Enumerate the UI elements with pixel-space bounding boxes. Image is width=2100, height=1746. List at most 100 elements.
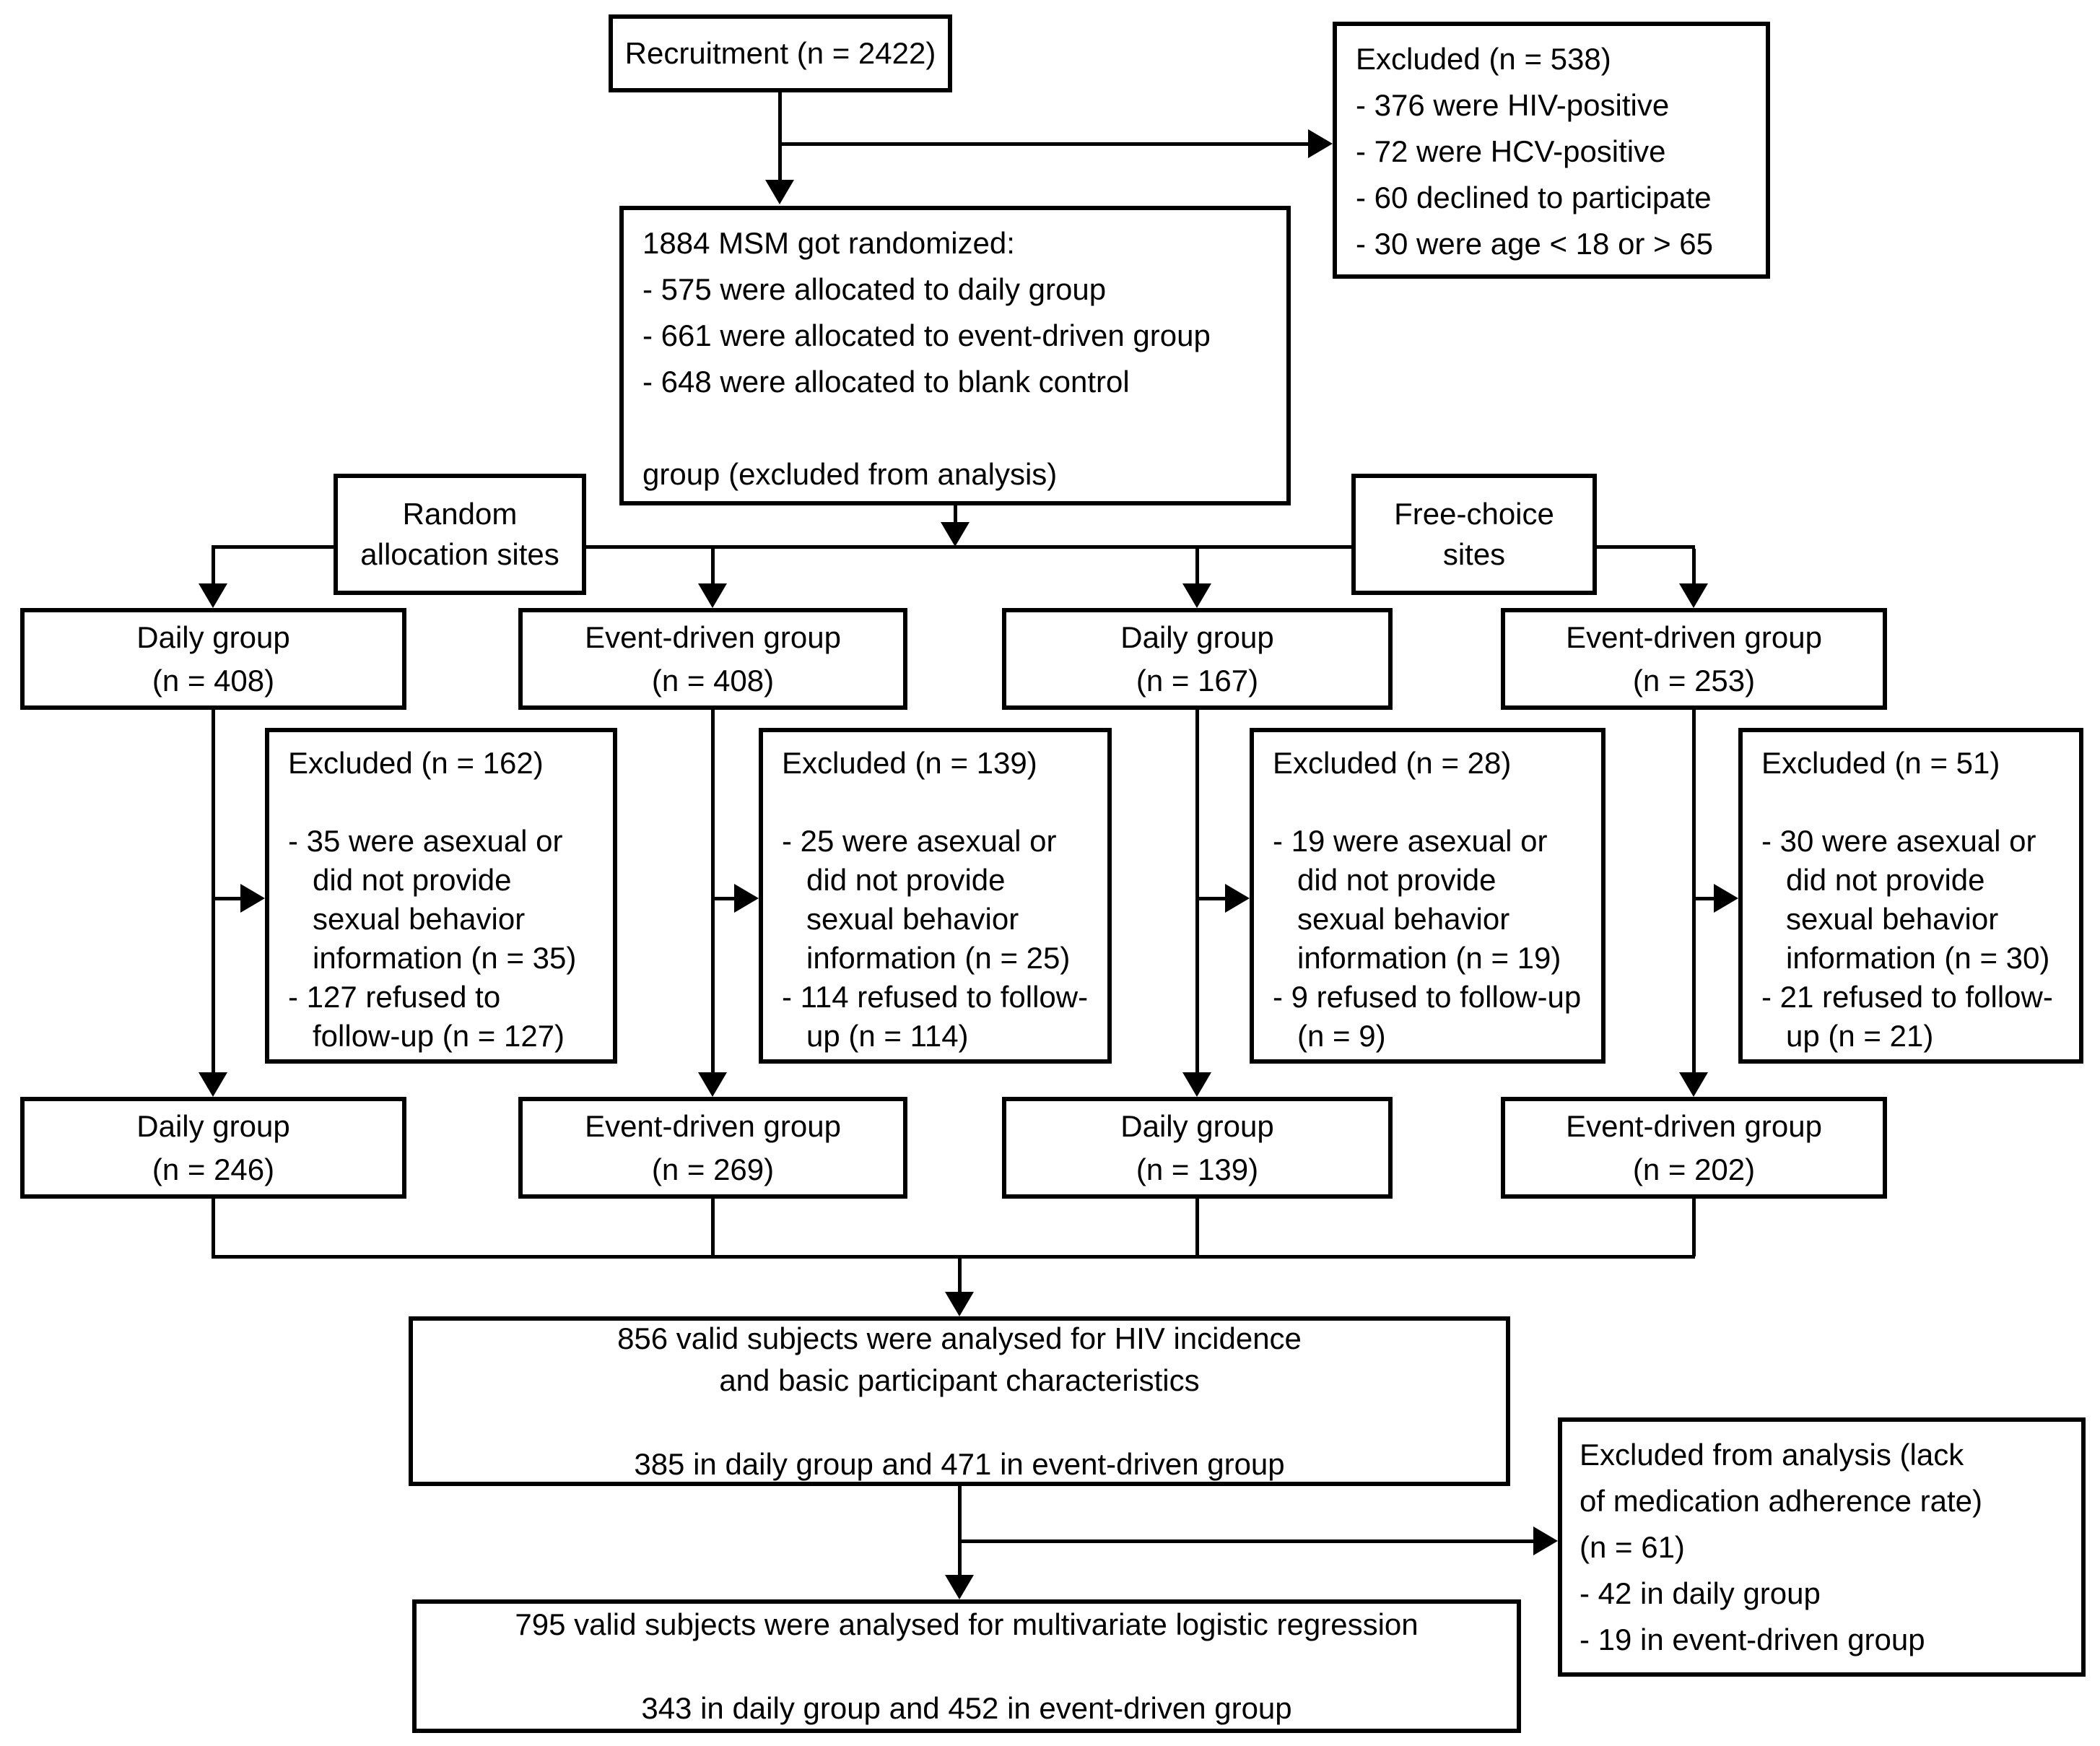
adherence-line: of medication adherence rate) [1580, 1484, 1982, 1518]
connector-merge-line [212, 1255, 1695, 1259]
daily-group-408-box: Daily group (n = 408) [20, 608, 406, 710]
label-line: allocation sites [360, 537, 559, 571]
group-name: Event-driven group [585, 1108, 841, 1143]
arrow-to-regression-analysis [945, 1575, 974, 1599]
group-n: (n = 269) [651, 1152, 775, 1186]
exclusion-item: - 35 were asexual or did not provide sex… [288, 824, 577, 975]
exclusion-item: - 21 refused to follow-up (n = 21) [1761, 980, 2053, 1053]
exclusion-item: - 30 were age < 18 or > 65 [1356, 227, 1713, 261]
exclusion-51-box: Excluded (n = 51) - 30 were asexual or d… [1738, 728, 2083, 1064]
recruitment-label: Recruitment (n = 2422) [624, 36, 936, 70]
arrow-to-daily-408 [199, 583, 227, 608]
connector-recruitment-stem [778, 92, 782, 183]
randomization-box: 1884 MSM got randomized: - 575 were allo… [619, 206, 1291, 505]
daily-group-167-box: Daily group (n = 167) [1002, 608, 1393, 710]
connector-merge-stem [958, 1256, 962, 1295]
exclusion-item: - 127 refused to follow-up (n = 127) [288, 980, 565, 1053]
exclusion-162-box: Excluded (n = 162) - 35 were asexual or … [265, 728, 617, 1064]
arrow-to-exclusion-162 [240, 884, 265, 913]
free-choice-sites-label: Free-choice sites [1351, 474, 1597, 595]
exclusion-item: - 72 were HCV-positive [1356, 134, 1666, 168]
exclusion-title: Excluded (n = 28) [1273, 746, 1512, 780]
adherence-line: Excluded from analysis (lack [1580, 1438, 1964, 1472]
connector-drop-daily-167 [1195, 549, 1199, 586]
arrow-to-initial-exclusion [1308, 129, 1333, 158]
group-n: (n = 246) [152, 1152, 275, 1186]
connector-drop-event-253 [1692, 549, 1696, 586]
exclusion-item: - 30 were asexual or did not provide sex… [1761, 824, 2050, 975]
initial-exclusion-title: Excluded (n = 538) [1356, 42, 1611, 76]
connector-merge-event-202 [1692, 1199, 1696, 1256]
label-line: sites [1442, 537, 1506, 571]
exclusion-title: Excluded (n = 51) [1761, 746, 2000, 780]
connector-stem-event-408 [711, 710, 715, 1075]
recruitment-box: Recruitment (n = 2422) [609, 14, 952, 92]
daily-group-139-box: Daily group (n = 139) [1002, 1097, 1393, 1199]
arrow-to-hiv-analysis [945, 1292, 974, 1316]
group-name: Event-driven group [585, 620, 841, 654]
randomization-title: 1884 MSM got randomized: [642, 226, 1015, 260]
connector-drop-event-408 [711, 549, 715, 586]
arrow-to-daily-139 [1182, 1072, 1211, 1097]
arrow-randomization-to-distribution [941, 522, 970, 547]
adherence-line: (n = 61) [1580, 1530, 1685, 1564]
group-name: Daily group [136, 620, 290, 654]
exclusion-title: Excluded (n = 139) [782, 746, 1037, 780]
connector-adherence-branch [959, 1539, 1535, 1543]
connector-drop-daily-408 [212, 549, 215, 586]
group-n: (n = 202) [1632, 1152, 1756, 1186]
arrow-to-daily-246 [199, 1072, 227, 1097]
analysis-summary: 385 in daily group and 471 in event-driv… [634, 1446, 1285, 1481]
connector-stem-daily-167 [1195, 710, 1199, 1075]
connector-branch-exclusion-51 [1694, 897, 1715, 900]
event-driven-group-408-box: Event-driven group (n = 408) [518, 608, 907, 710]
exclusion-item: - 9 refused to follow-up (n = 9) [1273, 980, 1582, 1053]
allocation-continuation: group (excluded from analysis) [642, 457, 1058, 491]
group-name: Daily group [136, 1108, 290, 1143]
allocation-item: - 648 were allocated to blank control [642, 365, 1130, 399]
group-n: (n = 139) [1136, 1152, 1259, 1186]
exclusion-item: - 114 refused to follow-up (n = 114) [782, 980, 1089, 1053]
group-n: (n = 253) [1632, 663, 1756, 698]
group-name: Event-driven group [1566, 620, 1822, 654]
exclusion-item: - 60 declined to participate [1356, 181, 1712, 214]
arrow-to-adherence-exclusion [1533, 1526, 1558, 1555]
arrow-recruitment-to-randomization [765, 180, 794, 204]
event-driven-group-269-box: Event-driven group (n = 269) [518, 1097, 907, 1199]
exclusion-item: - 376 were HIV-positive [1356, 88, 1670, 122]
allocation-item: - 661 were allocated to event-driven gro… [642, 318, 1211, 352]
connector-merge-daily-246 [212, 1199, 215, 1256]
adherence-line: - 19 in event-driven group [1580, 1623, 1925, 1656]
regression-analysis-box: 795 valid subjects were analysed for mul… [412, 1599, 1521, 1733]
arrow-to-event-253 [1679, 583, 1708, 608]
connector-merge-daily-139 [1195, 1199, 1199, 1256]
connector-analysis-stem [958, 1486, 962, 1578]
label-line: Free-choice [1394, 497, 1554, 531]
connector-distribution-line [212, 545, 1695, 549]
allocation-item: - 575 were allocated to daily group [642, 272, 1107, 306]
group-n: (n = 408) [651, 663, 775, 698]
event-driven-group-202-box: Event-driven group (n = 202) [1501, 1097, 1887, 1199]
connector-branch-exclusion-162 [213, 897, 242, 900]
exclusion-item: - 19 were asexual or did not provide sex… [1273, 824, 1561, 975]
group-name: Daily group [1120, 620, 1274, 654]
analysis-line: 856 valid subjects were analysed for HIV… [617, 1321, 1302, 1355]
group-n: (n = 408) [152, 663, 275, 698]
exclusion-item: - 25 were asexual or did not provide sex… [782, 824, 1071, 975]
initial-exclusion-box: Excluded (n = 538) - 376 were HIV-positi… [1333, 22, 1770, 279]
connector-initial-exclusion-branch [778, 142, 1312, 146]
analysis-line: 795 valid subjects were analysed for mul… [515, 1607, 1419, 1641]
arrow-to-event-269 [698, 1072, 727, 1097]
arrow-to-exclusion-28 [1225, 884, 1250, 913]
arrow-to-exclusion-139 [734, 884, 759, 913]
connector-stem-daily-408 [212, 710, 215, 1075]
arrow-to-event-202 [1679, 1072, 1708, 1097]
exclusion-28-box: Excluded (n = 28) - 19 were asexual or d… [1250, 728, 1606, 1064]
arrow-to-event-408 [698, 583, 727, 608]
hiv-incidence-analysis-box: 856 valid subjects were analysed for HIV… [409, 1316, 1510, 1486]
analysis-line: and basic participant characteristics [719, 1363, 1200, 1397]
arrow-to-daily-167 [1182, 583, 1211, 608]
exclusion-139-box: Excluded (n = 139) - 25 were asexual or … [759, 728, 1112, 1064]
random-allocation-sites-label: Random allocation sites [334, 474, 586, 595]
